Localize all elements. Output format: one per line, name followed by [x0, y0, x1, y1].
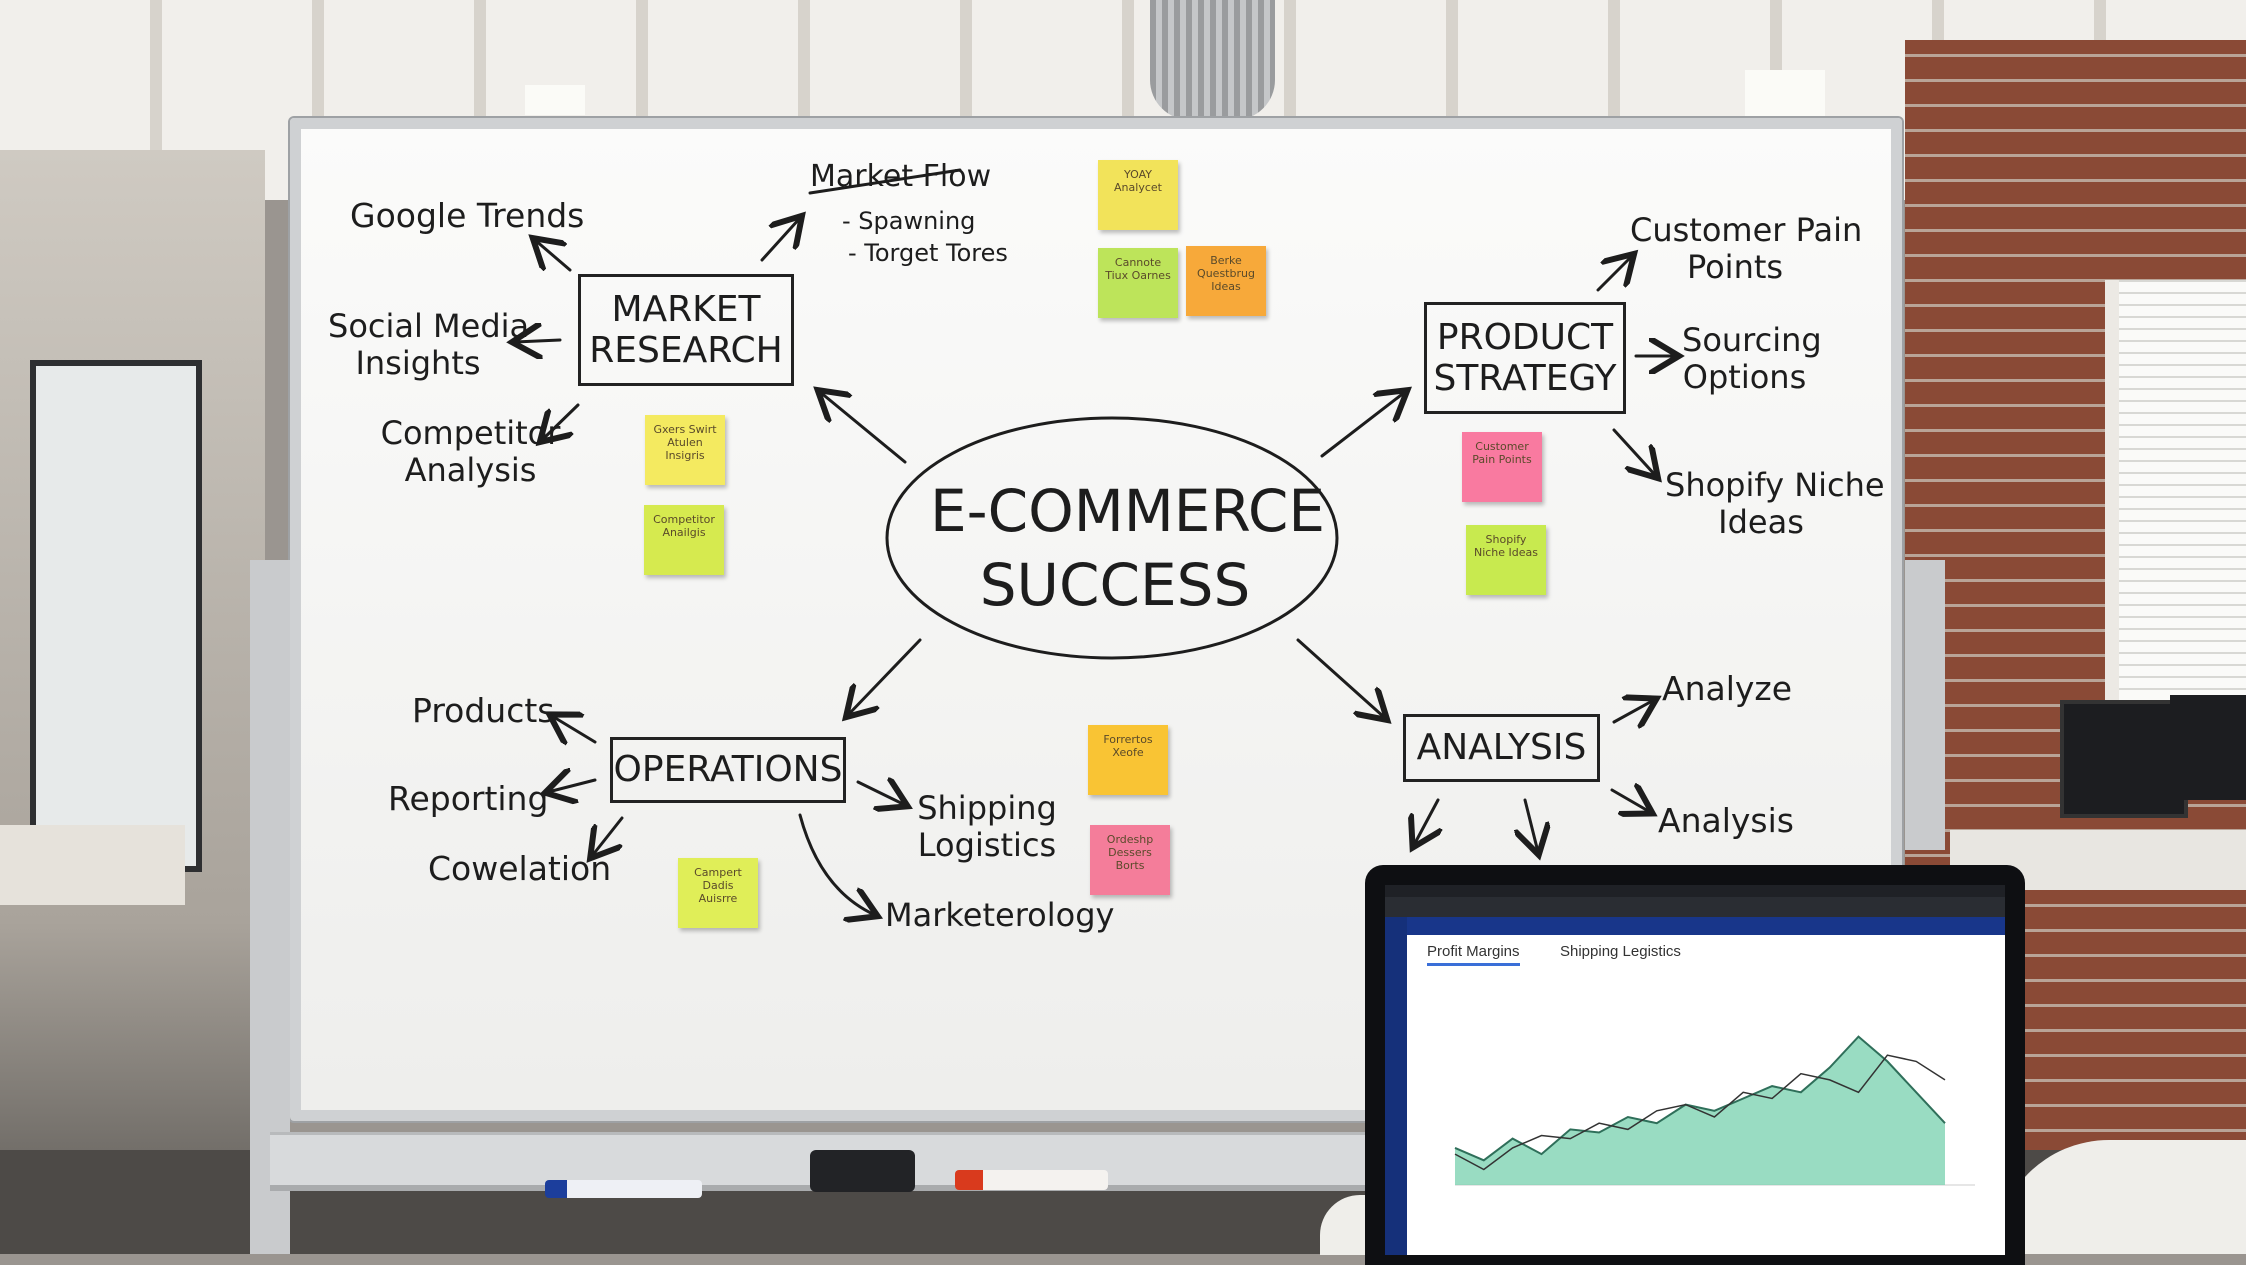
sticky-note-text: Campert Dadis Auisrre: [694, 866, 742, 906]
operations-title: OPERATIONS: [613, 749, 843, 791]
sticky-note: Customer Pain Points: [1462, 432, 1542, 502]
sticky-note-text: YOAY Analycet: [1114, 168, 1162, 195]
whiteboard-stand-right: [1905, 560, 1945, 850]
laptop-screen: Profit Margins Shipping Legistics: [1385, 885, 2005, 1255]
analysis-box: ANALYSIS: [1403, 714, 1600, 782]
right-window: [2105, 280, 2246, 700]
tab-profit-margins[interactable]: Profit Margins: [1427, 943, 1520, 966]
sourcing-line1: Sourcing: [1682, 321, 1822, 359]
shipping-line2: Logistics: [917, 825, 1057, 864]
market-research-title-line2: RESEARCH: [589, 330, 783, 371]
ceiling-light: [525, 85, 585, 115]
customer-pain-line1: Customer Pain: [1630, 211, 1863, 249]
whiteboard-eraser[interactable]: [810, 1150, 915, 1192]
sticky-note-text: Forrertos Xeofe: [1103, 733, 1153, 760]
left-window: [30, 360, 202, 872]
app-topbar: [1407, 917, 2005, 935]
shipping-logistics-label: Shipping Logistics: [912, 790, 1062, 864]
sourcing-options-label: Sourcing Options: [1682, 321, 1822, 396]
customer-pain-label: Customer Pain Points: [1630, 211, 1863, 286]
analysis-label: Analysis: [1658, 801, 1794, 840]
desktop-monitor: [2170, 695, 2246, 800]
competitor-line1: Competitor: [380, 414, 561, 452]
air-duct: [1150, 0, 1275, 120]
shopify-line1: Shopify Niche: [1665, 466, 1885, 504]
correlation-label: Cowelation: [428, 849, 612, 888]
google-trends-label: Google Trends: [350, 196, 585, 235]
shipping-line1: Shipping: [917, 789, 1057, 827]
sticky-note-text: Cannote Tiux Oarnes: [1105, 256, 1171, 283]
competitor-line2: Analysis: [404, 450, 537, 489]
sticky-note-text: Ordeshp Dessers Borts: [1106, 833, 1154, 873]
market-research-box: MARKET RESEARCH: [578, 274, 794, 386]
competitor-analysis-label: Competitor Analysis: [378, 415, 563, 489]
sticky-note-text: Berke Questbrug Ideas: [1197, 254, 1255, 294]
customer-pain-line2: Points: [1686, 247, 1784, 286]
sticky-note: Gxers Swirt Atulen Insigris: [645, 415, 725, 485]
social-media-line2: Insights: [355, 343, 481, 382]
app-sidebar[interactable]: [1385, 917, 1407, 1255]
blue-marker[interactable]: [545, 1180, 702, 1198]
laptop-line-chart: [1454, 1035, 1975, 1186]
sticky-note-text: Competitor Anailgis: [653, 513, 715, 540]
red-marker[interactable]: [955, 1170, 1108, 1190]
sticky-note: Shopify Niche Ideas: [1466, 525, 1546, 595]
sticky-note: Berke Questbrug Ideas: [1186, 246, 1266, 316]
sticky-note: Cannote Tiux Oarnes: [1098, 248, 1178, 318]
left-desk: [0, 825, 185, 905]
operations-box: OPERATIONS: [610, 737, 846, 803]
center-title-line1: E-COMMERCE: [930, 477, 1326, 545]
sticky-note-text: Customer Pain Points: [1472, 440, 1532, 467]
sticky-note: Competitor Anailgis: [644, 505, 724, 575]
sticky-note: Ordeshp Dessers Borts: [1090, 825, 1170, 895]
shopify-niche-label: Shopify Niche Ideas: [1665, 466, 1885, 541]
marketerology-label: Marketerology: [885, 896, 1115, 934]
market-flow-item: - Spawning: [842, 207, 976, 235]
ceiling-light: [1745, 70, 1825, 125]
product-strategy-title-line1: PRODUCT: [1436, 316, 1614, 358]
market-flow-item: - Torget Tores: [848, 239, 1008, 267]
sticky-note: Forrertos Xeofe: [1088, 725, 1168, 795]
sourcing-line2: Options: [1682, 357, 1807, 396]
market-flow-label: Market Flow: [810, 159, 992, 194]
desktop-monitor: [2060, 700, 2188, 818]
social-media-line1: Social Media: [328, 307, 530, 345]
sticky-note: YOAY Analycet: [1098, 160, 1178, 230]
products-label: Products: [412, 691, 555, 730]
analyze-label: Analyze: [1662, 669, 1793, 708]
sticky-note: Campert Dadis Auisrre: [678, 858, 758, 928]
tab-shipping-logistics[interactable]: Shipping Legistics: [1560, 943, 1681, 960]
analysis-title: ANALYSIS: [1416, 727, 1587, 769]
chart-line-series-a: [1454, 1035, 1946, 1162]
chart-line-series-b: [1454, 1054, 1946, 1171]
social-media-label: Social Media Insights: [328, 307, 530, 382]
sticky-note-text: Gxers Swirt Atulen Insigris: [653, 423, 717, 463]
center-ellipse: [885, 416, 1339, 660]
product-strategy-title-line2: STRATEGY: [1433, 358, 1617, 399]
browser-tab-strip[interactable]: [1385, 885, 2005, 897]
shopify-line2: Ideas: [1718, 502, 1804, 541]
sticky-note-text: Shopify Niche Ideas: [1473, 533, 1539, 560]
product-strategy-box: PRODUCT STRATEGY: [1424, 302, 1626, 414]
market-research-title-line1: MARKET: [611, 288, 761, 330]
reporting-label: Reporting: [388, 779, 549, 818]
center-title-line2: SUCCESS: [979, 551, 1251, 619]
